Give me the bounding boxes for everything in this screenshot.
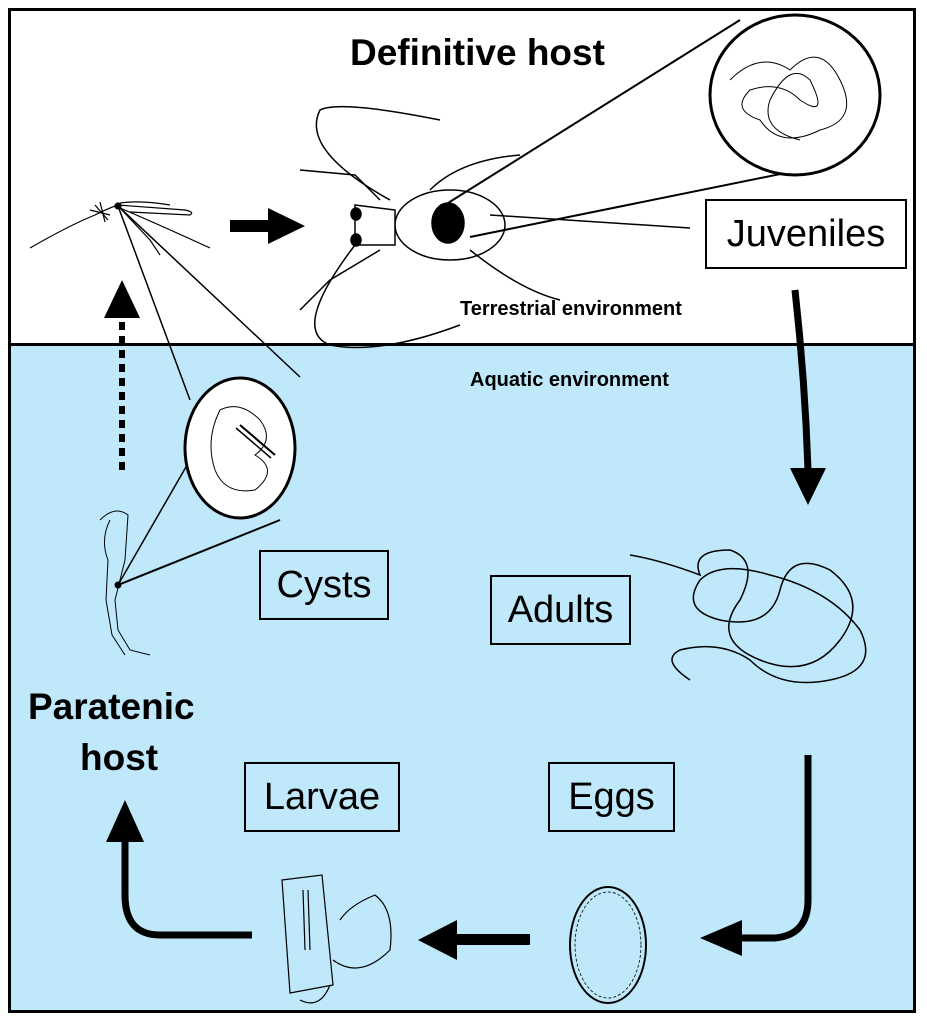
paratenic-host-label-line1: Paratenic: [28, 686, 195, 727]
zoom-line: [469, 169, 801, 238]
left-arrow-icon: [418, 920, 530, 960]
midge-larva-icon: [99, 510, 151, 656]
stage-box-larvae: Larvae: [244, 762, 400, 832]
zoom-line: [447, 19, 741, 204]
up-curved-arrow-icon: [106, 800, 252, 939]
down-arrow-icon: [790, 289, 826, 505]
dotted-arrow-up-icon: [104, 280, 140, 470]
curved-arrow-icon: [700, 755, 812, 956]
terrestrial-environment-label: Terrestrial environment: [460, 298, 682, 320]
zoom-line: [117, 205, 191, 401]
cricket-icon: [299, 105, 691, 349]
worm-tangle-icon: [629, 549, 867, 684]
stage-box-juveniles: Juveniles: [705, 199, 907, 269]
zoom-line: [117, 459, 191, 586]
egg-icon: [569, 886, 647, 1004]
stage-box-eggs: Eggs: [548, 762, 675, 832]
juvenile-worm-zoom-icon: [708, 13, 882, 177]
zoom-line: [117, 519, 281, 586]
stage-box-adults: Adults: [490, 575, 631, 645]
aquatic-environment-label: Aquatic environment: [470, 369, 669, 391]
adult-mosquito-icon: [29, 201, 211, 256]
paratenic-host-label-line2: host: [80, 737, 159, 778]
stage-box-cysts: Cysts: [259, 550, 389, 620]
transmission-arrow-icon: [230, 208, 305, 244]
diagram-frame: [8, 8, 916, 1013]
parasite-larva-icon: [281, 874, 392, 1004]
definitive-host-label: Definitive host: [350, 32, 605, 73]
aquatic-environment-region: [11, 343, 913, 1010]
cyst-icon: [183, 376, 297, 520]
zoom-line: [117, 205, 301, 378]
